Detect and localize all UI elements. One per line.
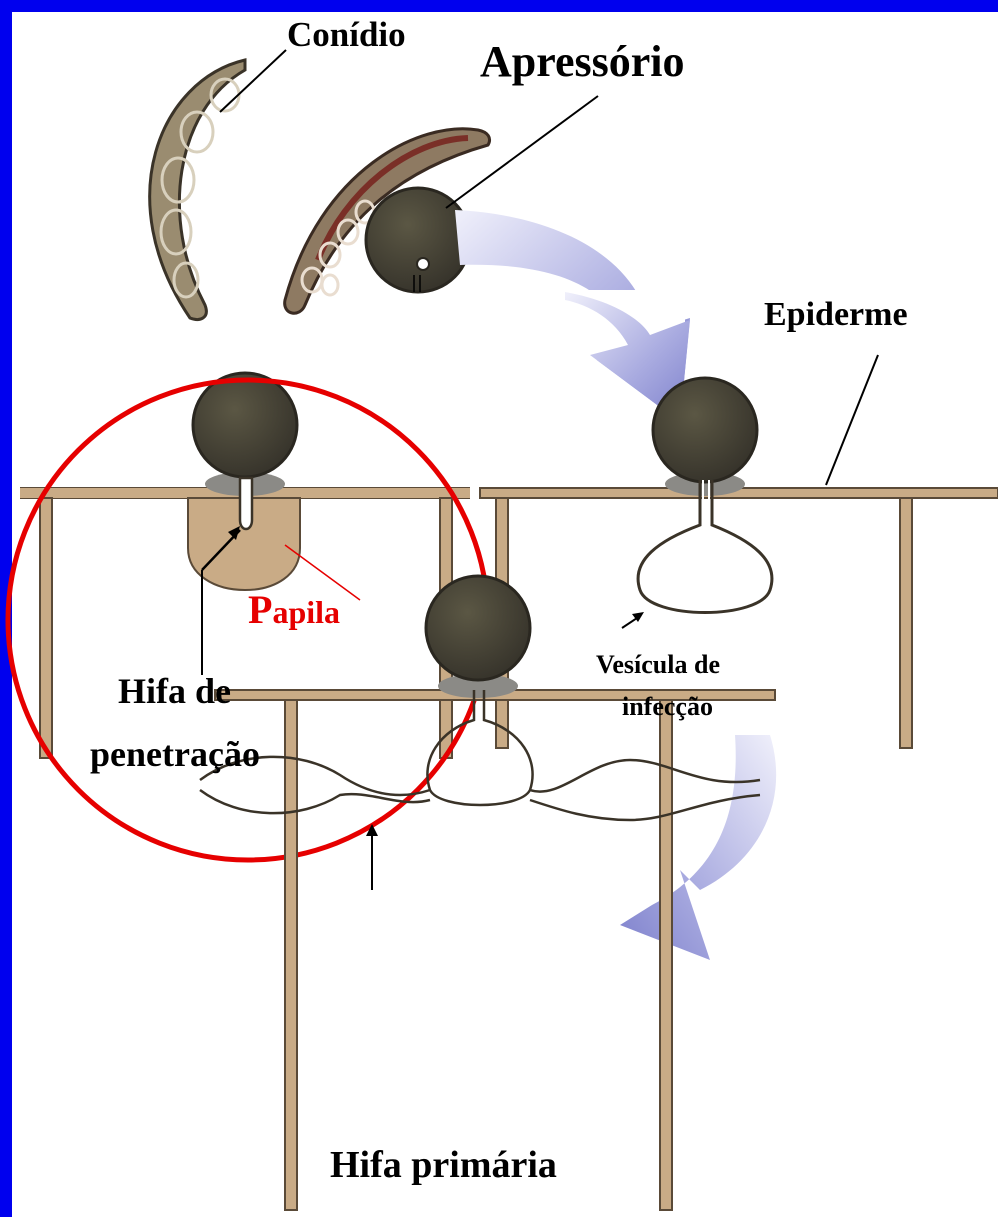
germinated-conidium: [283, 127, 492, 315]
primary-hypha: [199, 690, 761, 890]
penetration-hypha-left: [201, 476, 361, 675]
label-vesicula-2: infecção: [622, 692, 713, 721]
label-hifa-penetracao-2: penetração: [90, 734, 260, 774]
label-vesicula-1: Vesícula de: [596, 650, 720, 679]
process-arrow-1-head: [565, 292, 690, 422]
label-hifa-primaria: Hifa primária: [330, 1144, 557, 1186]
infection-vesicle: [621, 480, 774, 629]
label-papila: Papila: [248, 587, 340, 632]
appressorium-top: [364, 186, 472, 294]
label-hifa-penetracao-1: Hifa de: [118, 671, 231, 711]
label-apressorio: Apressório: [480, 37, 685, 86]
appressorium-bottom: [424, 574, 532, 698]
apressorio-pointer: [445, 95, 599, 209]
epiderme-pointer: [825, 354, 879, 486]
label-epiderme: Epiderme: [764, 296, 908, 333]
label-papila-rest: apila: [272, 594, 340, 630]
label-conidio: Conídio: [287, 15, 406, 54]
appressorium-right: [651, 376, 759, 496]
conidio-pointer: [219, 49, 287, 113]
label-papila-first: P: [248, 587, 272, 632]
